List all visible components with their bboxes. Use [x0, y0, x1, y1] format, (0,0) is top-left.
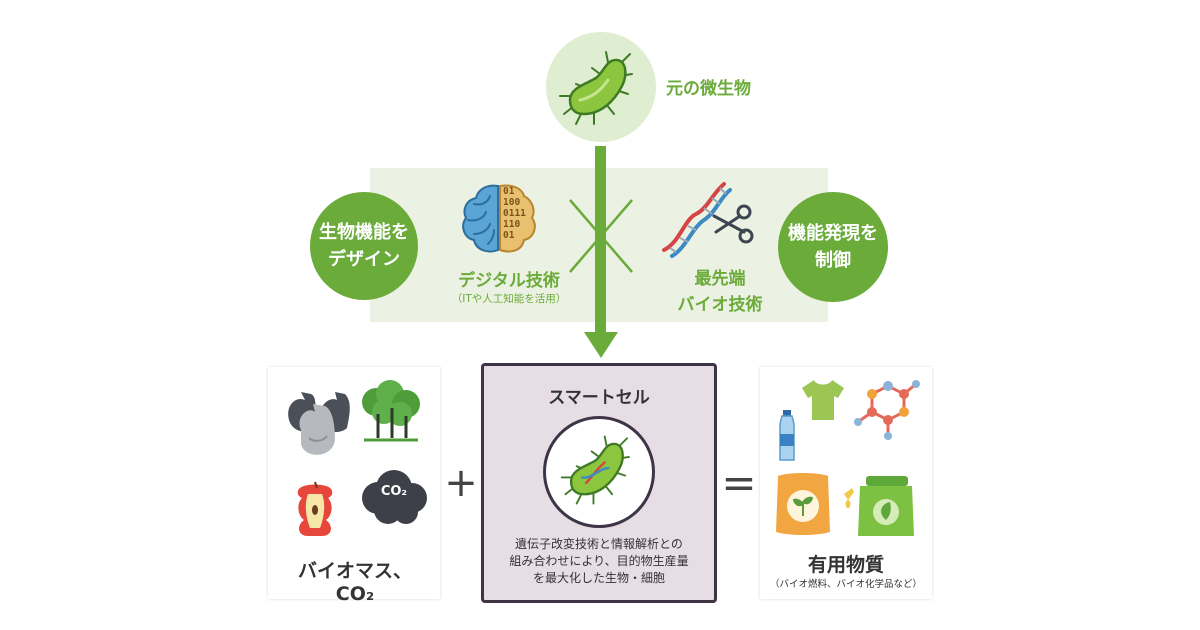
molecule-icon — [854, 380, 920, 440]
dna-scissors-icon — [662, 182, 754, 258]
fuel-can-icon — [844, 476, 914, 536]
bio-tech-title-line2: バイオ技術 — [677, 295, 763, 315]
digital-tech-subtitle: （ITや人工知能を活用） — [451, 293, 567, 305]
digital-tech-title: デジタル技術 — [458, 271, 560, 291]
binary-digits: 01 100 0111 110 01 — [503, 186, 537, 241]
flow-arrow-shaft — [595, 146, 606, 336]
t-shirt-icon — [802, 380, 844, 420]
design-function-circle: 生物機能を デザイン — [310, 192, 418, 300]
co2-cloud-icon — [362, 470, 427, 524]
inputs-label: バイオマス、CO₂ — [297, 560, 412, 605]
description-line: 組み合わせにより、目的物生産量 — [509, 554, 689, 568]
binary-row: 01 — [503, 230, 515, 241]
trees-icon — [362, 380, 420, 442]
outputs-sublabel: （バイオ燃料、バイオ化学品など） — [769, 579, 922, 590]
smart-cell-title: スマートセル — [548, 388, 650, 408]
apple-core-icon — [297, 481, 333, 536]
description-line: を最大化した生物・細胞 — [532, 571, 665, 585]
flow-arrow-head — [584, 332, 618, 358]
binary-row: 100 — [503, 197, 521, 208]
control-expression-circle: 機能発現を 制御 — [778, 192, 888, 302]
equals-operator: = — [721, 458, 757, 507]
fertilizer-bag-icon — [776, 473, 830, 535]
plastic-bottle-icon — [779, 410, 795, 461]
co2-icon-label: CO₂ — [380, 484, 408, 499]
description-line: 遺伝子改変技術と情報解析との — [515, 537, 683, 551]
original-microbe-label: 元の微生物 — [666, 79, 751, 99]
smart-cell-description: 遺伝子改変技術と情報解析との 組み合わせにより、目的物生産量 を最大化した生物・… — [493, 536, 705, 587]
binary-row: 01 — [503, 186, 515, 197]
plus-operator: + — [444, 460, 478, 506]
outputs-label: 有用物質 — [807, 554, 884, 576]
bio-tech-title-line1: 最先端 — [694, 269, 746, 289]
bio-tech-title: 最先端 バイオ技術 — [670, 266, 770, 318]
garbage-bags-icon — [288, 392, 350, 455]
bacterium-icon — [559, 51, 633, 125]
binary-row: 0111 — [503, 208, 526, 219]
engineered-bacterium-icon — [560, 435, 630, 505]
digital-brain-icon — [462, 184, 536, 253]
binary-row: 110 — [503, 219, 521, 230]
